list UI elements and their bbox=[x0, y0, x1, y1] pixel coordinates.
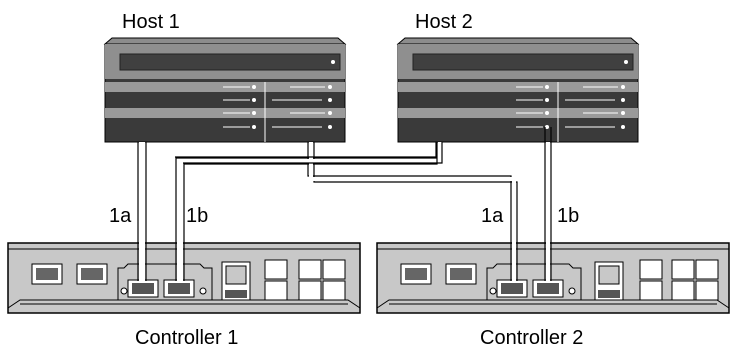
cables bbox=[137, 127, 552, 281]
host-2-label: Host 2 bbox=[415, 11, 473, 33]
host-1 bbox=[103, 37, 347, 143]
host-1-label: Host 1 bbox=[122, 11, 180, 33]
controller-1-port-1b-label: 1b bbox=[186, 205, 209, 227]
controller-2-port-1a-label: 1a bbox=[481, 205, 504, 227]
controller-1-port-1a-label: 1a bbox=[109, 205, 132, 227]
controller-2 bbox=[376, 242, 730, 314]
controller-1-label: Controller 1 bbox=[135, 327, 239, 349]
controller-2-port-1b-label: 1b bbox=[557, 205, 580, 227]
host-2-drive-bays bbox=[516, 85, 625, 129]
host-2 bbox=[396, 37, 640, 143]
controller-2-label: Controller 2 bbox=[480, 327, 584, 349]
cable-host1-ctrl1-1a bbox=[137, 142, 147, 281]
cable-host2-ctrl2-1b bbox=[544, 127, 552, 281]
host-1-drive-bays bbox=[223, 85, 332, 129]
